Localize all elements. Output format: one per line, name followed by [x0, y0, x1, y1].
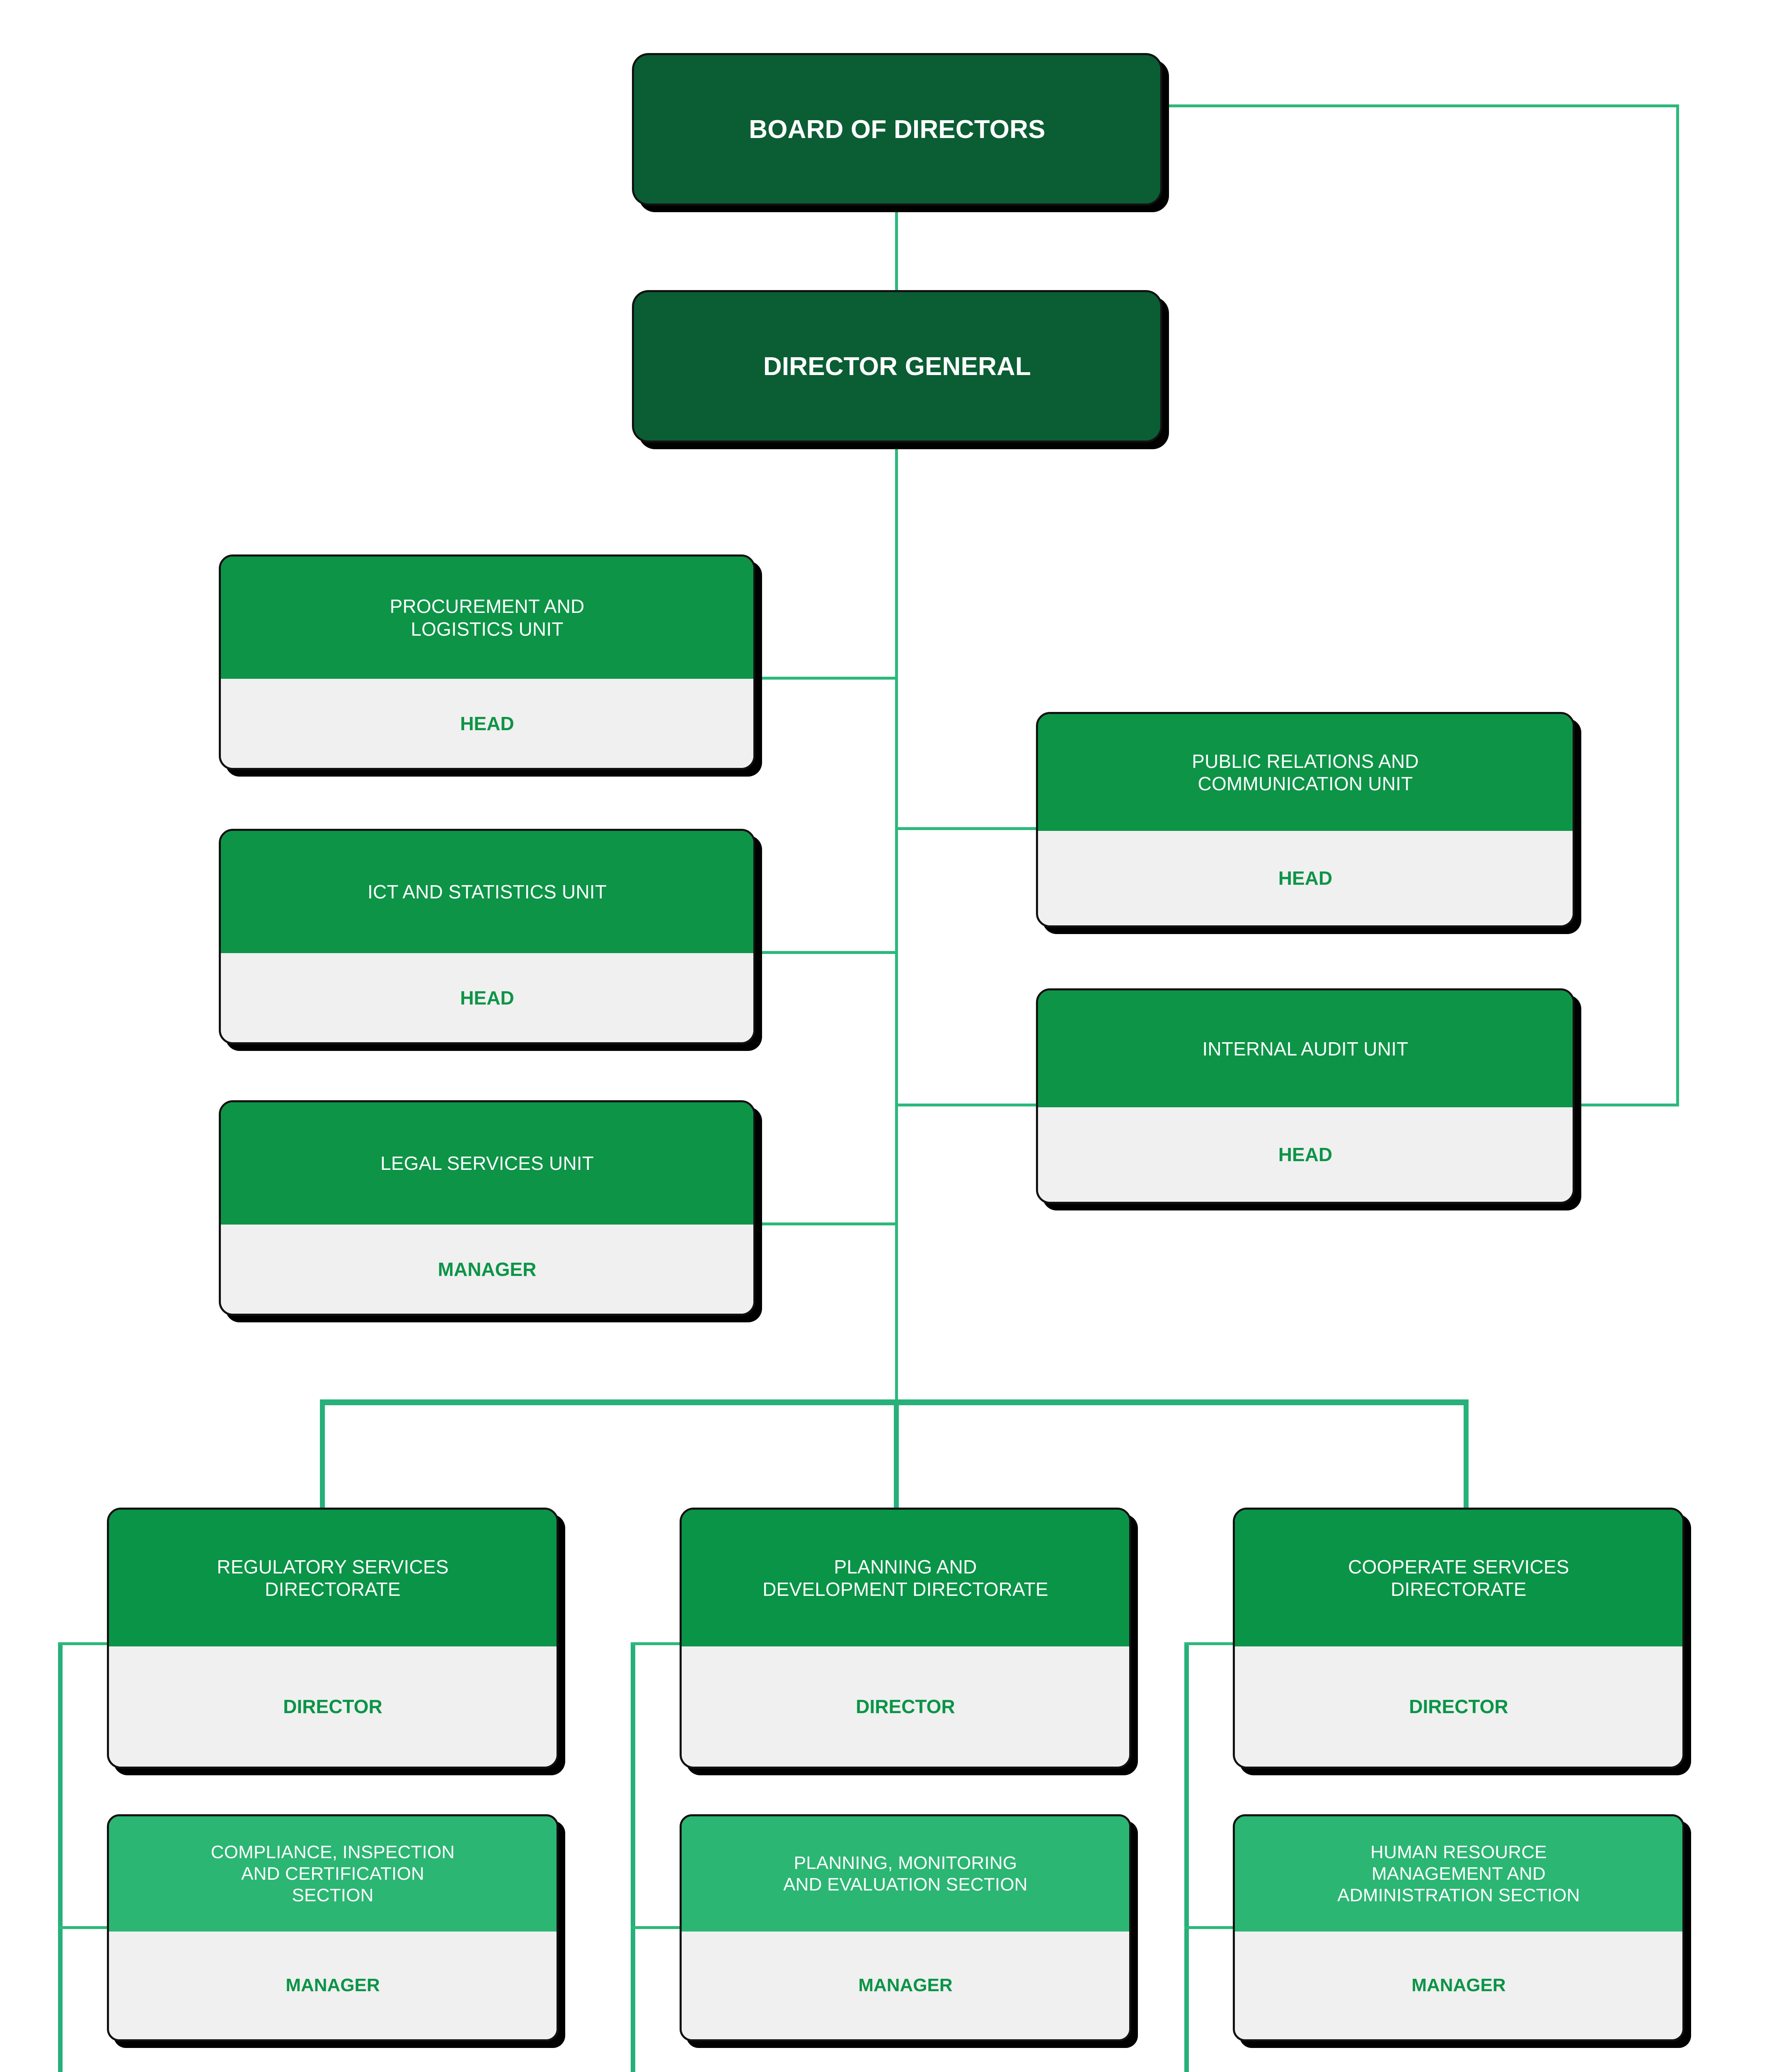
node-human-resource-management-administration-section[interactable]: HUMAN RESOURCE MANAGEMENT AND ADMINISTRA… [1233, 1814, 1684, 2041]
planning-title-line-2: DEVELOPMENT DIRECTORATE [762, 1578, 1048, 1600]
ict-unit-title: ICT AND STATISTICS UNIT [221, 831, 753, 953]
node-ict-and-statistics-unit[interactable]: ICT AND STATISTICS UNIT HEAD [219, 829, 755, 1044]
pme-title-line-1: PLANNING, MONITORING [794, 1853, 1017, 1874]
compliance-title-line-3: SECTION [292, 1885, 374, 1905]
procurement-unit-role: HEAD [221, 679, 753, 768]
connector-bar-drop-cooperate [1464, 1399, 1469, 1508]
node-regulatory-services-directorate[interactable]: REGULATORY SERVICES DIRECTORATE DIRECTOR [107, 1508, 559, 1769]
compliance-title-line-2: AND CERTIFICATION [241, 1864, 424, 1884]
pme-section-role: MANAGER [682, 1932, 1129, 2039]
node-cooperate-services-directorate[interactable]: COOPERATE SERVICES DIRECTORATE DIRECTOR [1233, 1508, 1684, 1769]
ict-title-line-1: ICT AND STATISTICS UNIT [367, 881, 607, 903]
hr-section-role: MANAGER [1235, 1932, 1682, 2039]
connector-dg-to-procurement [754, 677, 897, 680]
cooperate-directorate-role: DIRECTOR [1235, 1646, 1682, 1767]
compliance-section-title: COMPLIANCE, INSPECTION AND CERTIFICATION… [109, 1816, 557, 1932]
public-relations-unit-title: PUBLIC RELATIONS AND COMMUNICATION UNIT [1038, 714, 1573, 831]
connector-regulatory-to-compliance [58, 1926, 108, 1929]
connector-rail-planning-top-stub [631, 1642, 680, 1645]
hr-title-line-3: ADMINISTRATION SECTION [1337, 1885, 1580, 1905]
legal-unit-role: MANAGER [221, 1225, 753, 1314]
cooperate-title-line-2: DIRECTORATE [1391, 1578, 1527, 1600]
public-relations-title-line-1: PUBLIC RELATIONS AND [1192, 750, 1419, 772]
internal-audit-unit-title: INTERNAL AUDIT UNIT [1038, 990, 1573, 1107]
planning-directorate-title: PLANNING AND DEVELOPMENT DIRECTORATE [682, 1510, 1129, 1646]
pme-section-title: PLANNING, MONITORING AND EVALUATION SECT… [682, 1816, 1129, 1932]
procurement-title-line-2: LOGISTICS UNIT [411, 618, 564, 640]
node-legal-services-unit[interactable]: LEGAL SERVICES UNIT MANAGER [219, 1100, 755, 1316]
cooperate-title-line-1: COOPERATE SERVICES [1348, 1556, 1569, 1578]
connector-dg-spine [895, 440, 898, 1402]
node-compliance-inspection-certification-section[interactable]: COMPLIANCE, INSPECTION AND CERTIFICATION… [107, 1814, 559, 2041]
internal-audit-unit-role: HEAD [1038, 1107, 1573, 1202]
pme-title-line-2: AND EVALUATION SECTION [783, 1874, 1028, 1895]
connector-board-to-internal-audit [1575, 1104, 1679, 1106]
node-planning-monitoring-evaluation-section[interactable]: PLANNING, MONITORING AND EVALUATION SECT… [680, 1814, 1131, 2041]
node-director-general[interactable]: DIRECTOR GENERAL [632, 290, 1162, 443]
connector-dg-to-internal-audit [895, 1104, 1038, 1106]
internal-audit-title-line-1: INTERNAL AUDIT UNIT [1202, 1038, 1408, 1060]
connector-dg-to-legal [754, 1222, 897, 1225]
public-relations-unit-role: HEAD [1038, 831, 1573, 925]
connector-dg-to-public-relations [895, 827, 1038, 830]
node-public-relations-and-communication-unit[interactable]: PUBLIC RELATIONS AND COMMUNICATION UNIT … [1036, 712, 1575, 927]
node-procurement-and-logistics-unit[interactable]: PROCUREMENT AND LOGISTICS UNIT HEAD [219, 554, 755, 770]
compliance-section-role: MANAGER [109, 1932, 557, 2039]
connector-rail-regulatory-top-stub [58, 1642, 108, 1645]
legal-unit-title: LEGAL SERVICES UNIT [221, 1102, 753, 1225]
regulatory-title-line-1: REGULATORY SERVICES [217, 1556, 449, 1578]
node-internal-audit-unit[interactable]: INTERNAL AUDIT UNIT HEAD [1036, 988, 1575, 1204]
procurement-title-line-1: PROCUREMENT AND [390, 595, 585, 617]
compliance-title-line-1: COMPLIANCE, INSPECTION [211, 1842, 455, 1863]
connector-board-to-dg [895, 204, 898, 294]
connector-cooperate-to-hr [1184, 1926, 1234, 1929]
node-planning-and-development-directorate[interactable]: PLANNING AND DEVELOPMENT DIRECTORATE DIR… [680, 1508, 1131, 1769]
hr-section-title: HUMAN RESOURCE MANAGEMENT AND ADMINISTRA… [1235, 1816, 1682, 1932]
director-general-title: DIRECTOR GENERAL [634, 292, 1160, 441]
regulatory-directorate-role: DIRECTOR [109, 1646, 557, 1767]
connector-planning-to-pme [631, 1926, 680, 1929]
procurement-unit-title: PROCUREMENT AND LOGISTICS UNIT [221, 557, 753, 679]
ict-unit-role: HEAD [221, 953, 753, 1042]
node-board-of-directors[interactable]: BOARD OF DIRECTORS [632, 53, 1162, 206]
cooperate-directorate-title: COOPERATE SERVICES DIRECTORATE [1235, 1510, 1682, 1646]
hr-title-line-1: HUMAN RESOURCE [1370, 1842, 1547, 1863]
regulatory-title-line-2: DIRECTORATE [265, 1578, 401, 1600]
planning-title-line-1: PLANNING AND [834, 1556, 977, 1578]
connector-board-right-h [1156, 104, 1679, 107]
connector-dg-to-ict [754, 951, 897, 954]
regulatory-directorate-title: REGULATORY SERVICES DIRECTORATE [109, 1510, 557, 1646]
board-of-directors-title: BOARD OF DIRECTORS [634, 55, 1160, 203]
connector-rail-cooperate [1184, 1642, 1189, 2072]
planning-directorate-role: DIRECTOR [682, 1646, 1129, 1767]
hr-title-line-2: MANAGEMENT AND [1371, 1864, 1546, 1884]
connector-bar-drop-planning [894, 1399, 899, 1508]
connector-rail-planning [631, 1642, 635, 2072]
legal-title-line-1: LEGAL SERVICES UNIT [380, 1152, 594, 1174]
public-relations-title-line-2: COMMUNICATION UNIT [1198, 773, 1413, 794]
connector-rail-regulatory [58, 1642, 63, 2072]
connector-board-right-v [1676, 104, 1679, 1106]
connector-bar-drop-regulatory [320, 1399, 325, 1508]
connector-rail-cooperate-top-stub [1184, 1642, 1234, 1645]
